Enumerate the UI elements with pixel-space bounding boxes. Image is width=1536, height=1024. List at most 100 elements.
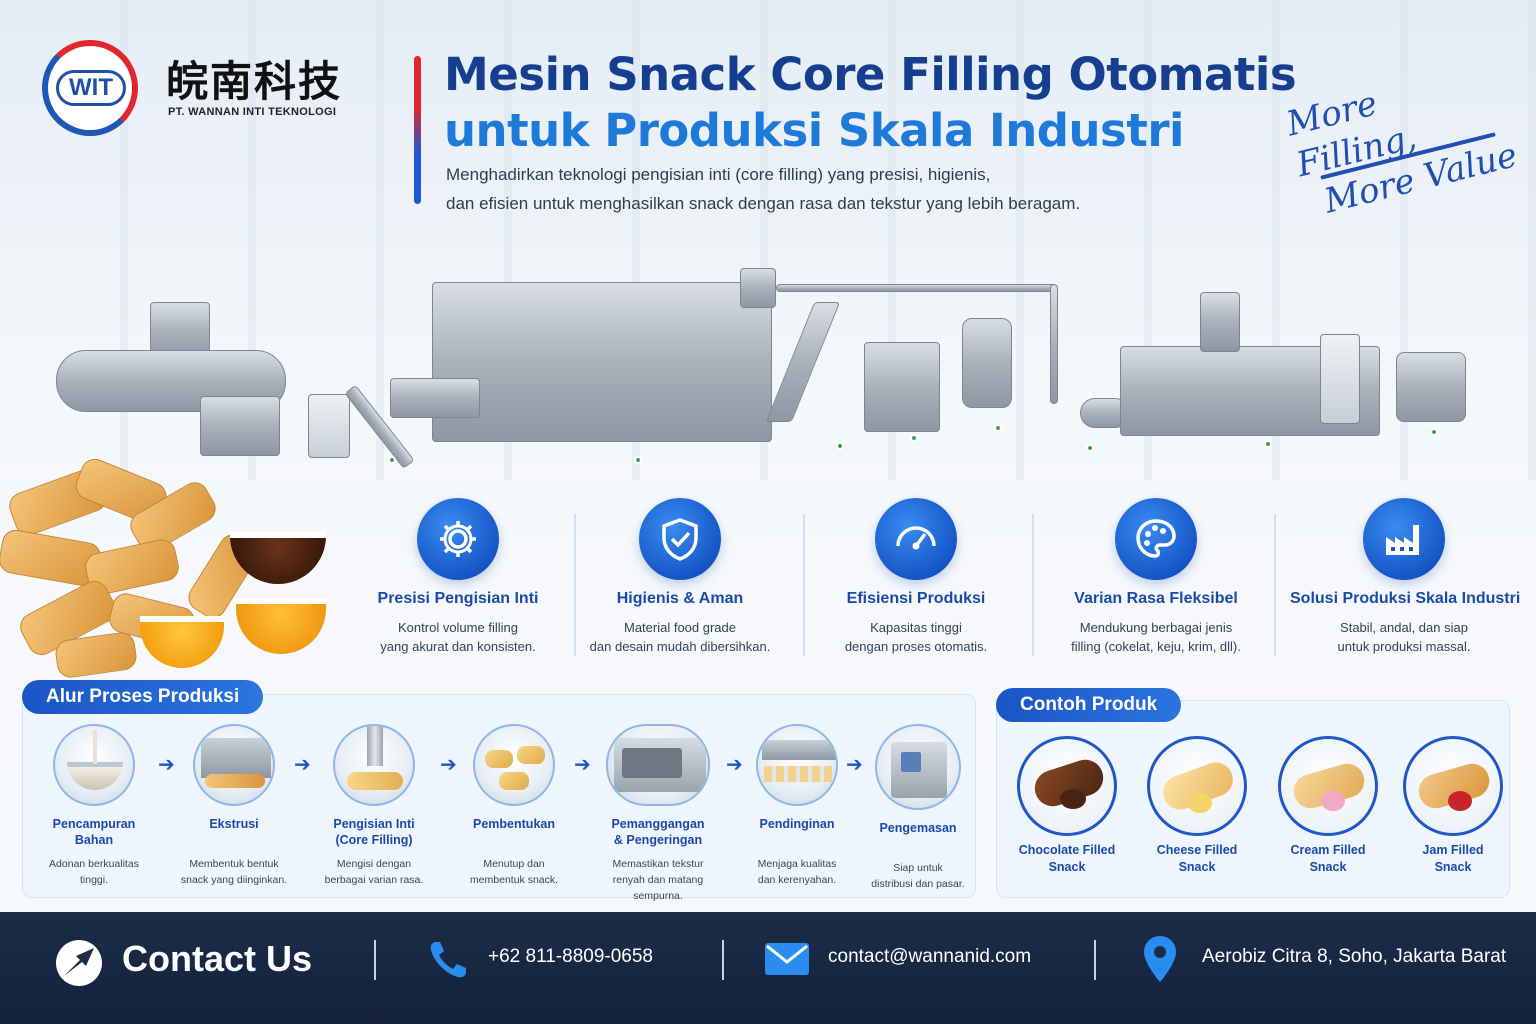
machine-oven [432,282,772,442]
feature-hygiene: Higienis & Aman Material food grade dan … [566,496,794,666]
feature-divider [1032,514,1034,656]
subtitle-line-2: dan efisien untuk menghasilkan snack den… [446,194,1081,213]
product-name-line: Jam Filled [1422,843,1484,857]
step-title: Pendinginan [729,816,865,850]
feature-efficiency: Efisiensi Produksi Kapasitas tinggi deng… [802,496,1030,666]
cream-snack-image [1278,736,1378,836]
feature-desc-line: dengan proses otomatis. [844,639,988,654]
feature-desc: Kapasitas tinggi dengan proses otomatis. [802,618,1030,656]
step-desc-line: Menutup dan [483,858,545,870]
speedometer-icon [875,498,957,580]
arrow-right-icon: ➔ [440,752,457,776]
step-desc-line: Memastikan tekstur [612,858,704,870]
palette-icon [1115,498,1197,580]
mixing-bowl-icon [53,724,135,806]
feature-title: Higienis & Aman [616,590,744,607]
feature-desc-line: Kapasitas tinggi [870,620,962,635]
snack-product-photo [0,440,345,680]
product-name-line: Chocolate Filled [1018,843,1116,857]
step-desc-line: distribusi dan pasar. [871,878,965,890]
footer-divider [722,940,724,980]
process-section-title: Alur Proses Produksi [22,680,264,714]
feature-desc: Kontrol volume filling yang akurat dan k… [344,618,572,656]
machine-control-cabinet [1320,334,1360,424]
step-title: Ekstrusi [166,816,302,850]
step-title-line: Pendinginan [759,817,835,831]
machine-extruder-hopper [1200,292,1240,352]
machine-hopper [740,268,776,308]
filling-swatch [1060,789,1086,809]
feature-desc: Material food grade dan desain mudah dib… [566,618,794,656]
step-title-line: & Pengeringan [613,833,703,847]
filling-swatch [1188,793,1212,813]
step-desc-line: Adonan berkualitas [49,858,139,870]
oven-icon [606,724,710,806]
cooling-conveyor-icon [756,724,838,806]
product-name-line: Snack [1048,860,1086,874]
snack-pieces-icon [473,724,555,806]
factory-icon [1363,498,1445,580]
step-desc: Mengisi dengan berbagai varian rasa. [306,856,442,888]
footer-divider [1094,940,1096,980]
jam-snack-image [1403,736,1503,836]
machine-pipe-vertical [1050,284,1058,404]
contact-address: Aerobiz Citra 8, Soho, Jakarta Barat [1202,946,1507,967]
machine-filling-tank [962,318,1012,408]
contact-title: Contact Us [122,938,313,979]
step-title: Pengisian Inti(Core Filling) [306,816,442,850]
contact-logo-icon [56,940,102,986]
gear-icon [417,498,499,580]
feature-title: Presisi Pengisian Inti [377,590,539,607]
contact-phone[interactable]: +62 811-8809-0658 [488,946,653,967]
step-desc-line: berbagai varian rasa. [324,874,424,886]
step-desc: Memastikan tekstur renyah dan matang semp… [591,856,725,904]
arrow-right-icon: ➔ [846,752,863,776]
product-section-title: Contoh Produk [996,688,1182,722]
arrow-right-icon: ➔ [726,752,743,776]
step-desc-line: Menjaga kualitas [757,858,837,870]
company-logo[interactable]: WIT 皖南科技 PT. WANNAN INTI TEKNOLOGI [42,40,382,140]
feature-industrial: Solusi Produksi Skala Industri Stabil, a… [1290,496,1521,666]
headline-line-2: untuk Produksi Skala Industri [444,104,1184,157]
product-name-line: Cheese Filled [1156,843,1238,857]
cheese-bowl [236,598,326,654]
step-desc-line: renyah dan matang sempurna. [612,874,704,902]
packaging-machine-icon [875,724,961,810]
machine-pipe [776,284,1056,292]
feature-list: Presisi Pengisian Inti Kontrol volume fi… [344,496,1536,666]
feature-desc-line: Mendukung berbagai jenis [1079,620,1233,635]
machine-former [864,342,940,432]
machine-panel [308,394,350,458]
arrow-right-icon: ➔ [574,752,591,776]
step-desc-line: Mengisi dengan [336,858,412,870]
product-name-line: Snack [1434,860,1472,874]
contact-email[interactable]: contact@wannanid.com [828,946,1032,967]
contact-footer: Contact Us +62 811-8809-0658 contact@wan… [0,912,1536,1024]
feature-desc-line: filling (cokelat, keju, krim, dll). [1071,639,1241,654]
feature-title: Solusi Produksi Skala Industri [1290,590,1521,607]
headline-line-1: Mesin Snack Core Filling Otomatis [444,48,1297,101]
subtitle-line-1: Menghadirkan teknologi pengisian inti (c… [446,165,991,184]
step-desc-line: Membentuk bentuk [189,858,279,870]
step-title: Pembentukan [446,816,582,850]
feature-desc: Mendukung berbagai jenis filling (cokela… [1042,618,1270,656]
filling-bowl [140,616,224,668]
feature-divider [1274,514,1276,656]
feature-desc-line: yang akurat dan konsisten. [380,639,536,654]
machine-control-box [200,396,280,456]
step-title-line: (Core Filling) [335,833,413,847]
